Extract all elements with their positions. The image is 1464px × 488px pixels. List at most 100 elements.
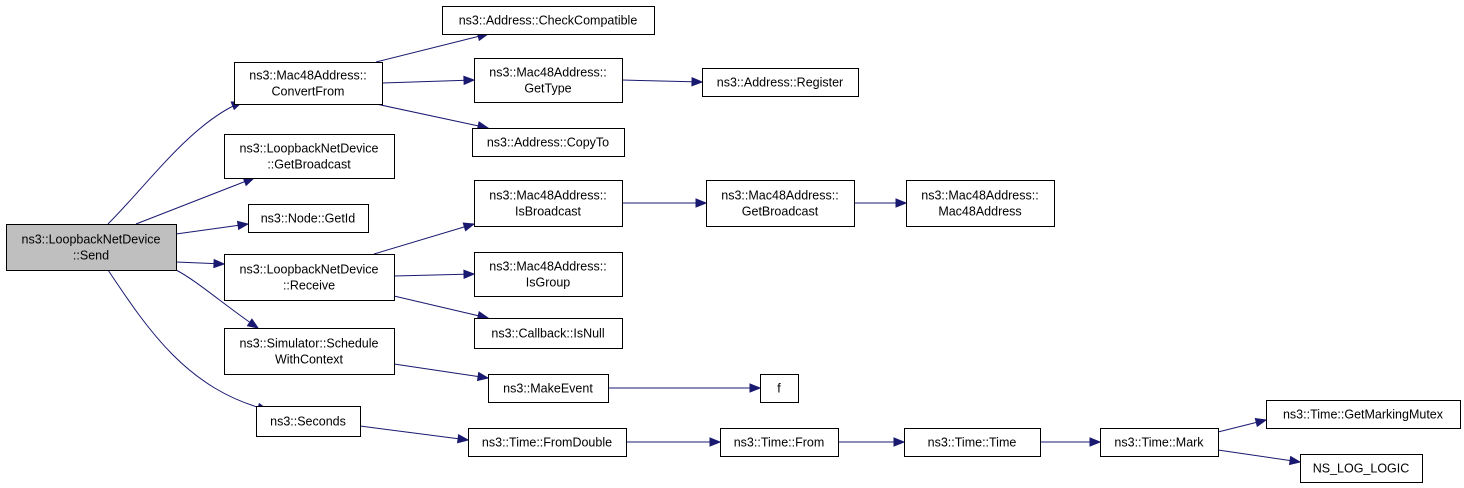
- edges-layer: [107, 31, 1302, 466]
- node-f[interactable]: f: [760, 374, 799, 403]
- node-box: [224, 328, 395, 375]
- edge-lnd-receive-to-isbroadcast-arrowhead: [462, 222, 476, 232]
- edge-convertfrom-to-checkcompatible: [375, 33, 489, 63]
- node-label-line: ns3::Mac48Address::: [249, 69, 366, 83]
- node-box: [224, 134, 395, 179]
- node-label-line: ns3::Callback::IsNull: [491, 327, 604, 341]
- edge-send-to-schedule: [175, 269, 259, 329]
- edge-convertfrom-to-gettype: [381, 79, 475, 84]
- edge-convertfrom-to-copyto: [375, 103, 489, 129]
- node-box: [706, 180, 855, 227]
- node-label-line: ns3::Mac48Address::: [489, 189, 606, 203]
- edge-schedule-to-makeevent: [393, 363, 489, 379]
- edge-seconds-to-fromdouble: [359, 425, 469, 441]
- node-box: [760, 374, 799, 403]
- node-label-line: ns3::Time::Mark: [1114, 436, 1204, 450]
- node-mac48address[interactable]: ns3::Mac48Address::Mac48Address: [906, 180, 1055, 227]
- edge-mac-getbroadcast-to-mac48address-arrowhead: [895, 198, 908, 208]
- node-label-line: ns3::Mac48Address::: [489, 260, 606, 274]
- edge-lnd-receive-to-isbroadcast: [373, 223, 475, 255]
- node-box: [474, 180, 623, 227]
- node-label-line: WithContext: [275, 353, 344, 367]
- node-label-line: ns3::Seconds: [270, 415, 346, 429]
- node-label-line: IsBroadcast: [515, 205, 582, 219]
- edge-seconds-to-fromdouble-arrowhead: [456, 433, 470, 444]
- node-label-line: GetBroadcast: [742, 205, 819, 219]
- node-label-line: ns3::Simulator::Schedule: [240, 337, 379, 351]
- node-gettype[interactable]: ns3::Mac48Address::GetType: [474, 58, 623, 103]
- node-label-line: ns3::Time::FromDouble: [482, 436, 612, 450]
- node-isnull[interactable]: ns3::Callback::IsNull: [474, 318, 623, 349]
- node-box: [906, 180, 1055, 227]
- node-send[interactable]: ns3::LoopbackNetDevice::Send: [6, 224, 177, 271]
- node-label-line: NS_LOG_LOGIC: [1313, 462, 1410, 476]
- node-box: [1266, 400, 1461, 429]
- edge-mark-to-nslog: [1217, 449, 1301, 463]
- node-label-line: ns3::Time::Time: [928, 436, 1017, 450]
- node-time[interactable]: ns3::Time::Time: [904, 428, 1041, 457]
- node-copyto[interactable]: ns3::Address::CopyTo: [472, 128, 625, 157]
- node-makeevent[interactable]: ns3::MakeEvent: [488, 374, 609, 403]
- node-nslog[interactable]: NS_LOG_LOGIC: [1300, 454, 1423, 483]
- node-label-line: ns3::Time::From: [734, 436, 825, 450]
- edge-mark-to-nslog-arrowhead: [1288, 455, 1302, 466]
- edge-send-to-node-getid-arrowhead: [236, 220, 250, 231]
- node-box: [720, 428, 839, 457]
- edge-fromdouble-to-from-arrowhead: [709, 437, 722, 447]
- edge-isbroadcast-to-mac-getbroadcast-arrowhead: [695, 198, 708, 208]
- node-register[interactable]: ns3::Address::Register: [702, 68, 859, 97]
- edge-send-to-lnd-getbroadcast: [135, 177, 255, 225]
- node-box: [904, 428, 1041, 457]
- edge-send-to-lnd-getbroadcast-arrowhead: [242, 177, 256, 187]
- node-convertfrom[interactable]: ns3::Mac48Address::ConvertFrom: [234, 62, 383, 105]
- edge-convertfrom-to-gettype-arrowhead: [463, 75, 476, 86]
- node-label-line: ns3::MakeEvent: [503, 382, 593, 396]
- node-lnd-receive[interactable]: ns3::LoopbackNetDevice::Receive: [224, 254, 395, 301]
- node-label-line: ns3::LoopbackNetDevice: [240, 263, 379, 277]
- edge-gettype-to-register-arrowhead: [691, 77, 704, 87]
- node-label-line: ConvertFrom: [272, 85, 345, 99]
- edge-send-to-schedule-arrowhead: [246, 318, 260, 329]
- node-label-line: IsGroup: [526, 276, 571, 290]
- edge-lnd-receive-to-isgroup-arrowhead: [463, 269, 476, 279]
- node-box: [474, 252, 623, 297]
- node-label-line: GetType: [524, 82, 571, 96]
- node-box: [6, 224, 177, 271]
- node-isgroup[interactable]: ns3::Mac48Address::IsGroup: [474, 252, 623, 297]
- node-label-line: ::Receive: [283, 279, 335, 293]
- nodes-layer: ns3::LoopbackNetDevice::Sendns3::Mac48Ad…: [6, 6, 1461, 483]
- node-isbroadcast[interactable]: ns3::Mac48Address::IsBroadcast: [474, 180, 623, 227]
- edge-send-to-convertfrom: [107, 101, 243, 225]
- node-lnd-getbroadcast[interactable]: ns3::LoopbackNetDevice::GetBroadcast: [224, 134, 395, 179]
- node-mark[interactable]: ns3::Time::Mark: [1100, 428, 1219, 457]
- node-checkcompatible[interactable]: ns3::Address::CheckCompatible: [442, 6, 655, 35]
- node-box: [248, 204, 369, 233]
- edge-send-to-node-getid: [175, 223, 249, 235]
- node-label-line: ns3::LoopbackNetDevice: [22, 233, 161, 247]
- node-label-line: ns3::Address::CopyTo: [487, 136, 609, 150]
- node-label-line: ns3::Time::GetMarkingMutex: [1283, 408, 1444, 422]
- node-box: [442, 6, 655, 35]
- edge-send-to-lnd-receive-arrowhead: [213, 258, 226, 269]
- node-mac-getbroadcast[interactable]: ns3::Mac48Address::GetBroadcast: [706, 180, 855, 227]
- node-label-line: Mac48Address: [938, 205, 1021, 219]
- node-fromdouble[interactable]: ns3::Time::FromDouble: [468, 428, 627, 457]
- node-label-line: ns3::Address::Register: [717, 76, 843, 90]
- edge-from-to-time-arrowhead: [893, 437, 906, 447]
- node-label-line: ::Send: [73, 249, 109, 263]
- node-getmarkingmutex[interactable]: ns3::Time::GetMarkingMutex: [1266, 400, 1461, 429]
- node-label-line: ::GetBroadcast: [267, 158, 351, 172]
- node-box: [256, 406, 361, 437]
- node-seconds[interactable]: ns3::Seconds: [256, 406, 361, 437]
- edge-makeevent-to-f-arrowhead: [749, 383, 762, 393]
- node-node-getid[interactable]: ns3::Node::GetId: [248, 204, 369, 233]
- node-from[interactable]: ns3::Time::From: [720, 428, 839, 457]
- node-box: [224, 254, 395, 301]
- node-box: [474, 58, 623, 103]
- node-box: [234, 62, 383, 105]
- node-label-line: ns3::Mac48Address::: [921, 189, 1038, 203]
- node-box: [702, 68, 859, 97]
- node-box: [488, 374, 609, 403]
